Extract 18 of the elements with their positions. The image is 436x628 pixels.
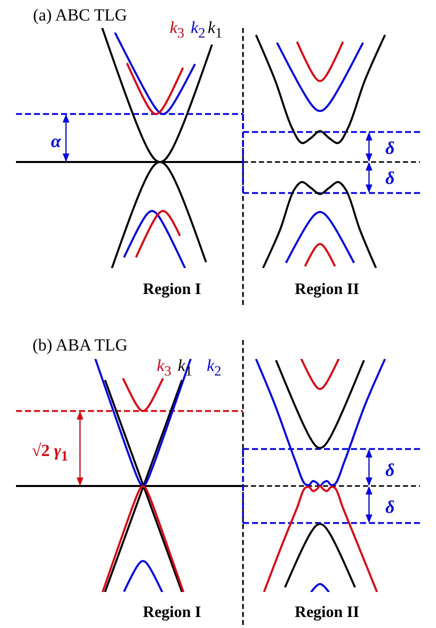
gap-label: δ	[385, 139, 395, 157]
curve-label: k$_{1}$	[208, 19, 222, 41]
gap-label: δ	[385, 461, 395, 479]
region-label: Region II	[294, 605, 360, 621]
panel-title: (b) ABA TLG	[32, 336, 128, 354]
gap-label: δ	[385, 498, 395, 516]
curve-label: k$_{3}$	[156, 357, 172, 379]
region-label: Region II	[294, 282, 360, 298]
curve-label: k$_{3}$	[170, 19, 184, 41]
region-label: Region I	[142, 282, 202, 298]
gap-label: α	[51, 132, 61, 150]
region-label: Region I	[142, 605, 202, 621]
curve-label: k$_{1}$	[178, 357, 192, 379]
panel-title: (a) ABC TLG	[32, 6, 128, 24]
curve-label: k$_{2}$	[190, 19, 206, 41]
curve-label: k$_{2}$	[206, 357, 222, 379]
gap-label: δ	[385, 169, 395, 187]
gap-label: √2 γ$_{1}$	[32, 442, 68, 464]
